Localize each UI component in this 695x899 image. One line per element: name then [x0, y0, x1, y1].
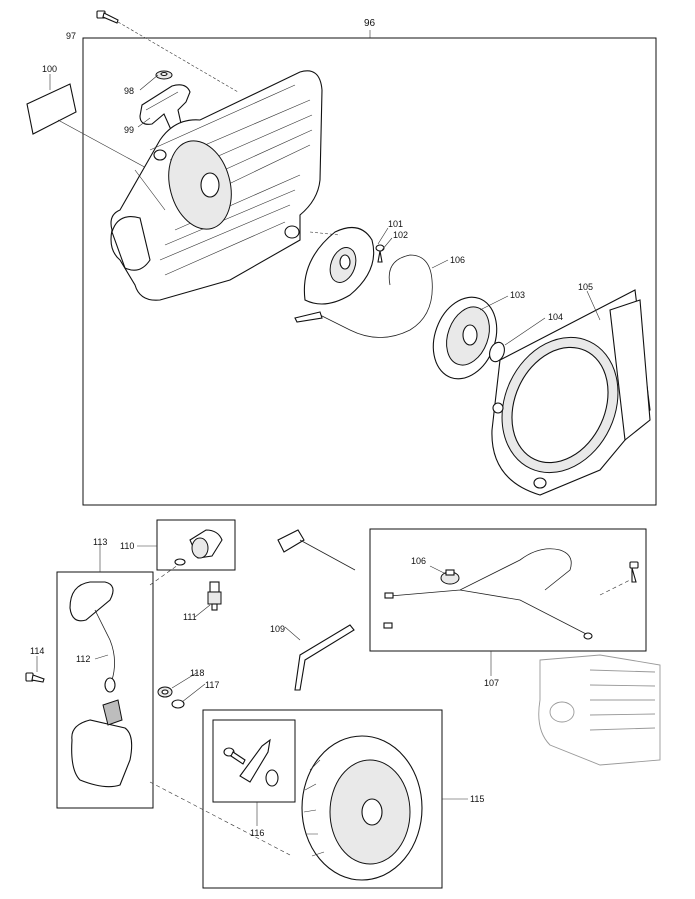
label-108: 106 — [450, 255, 465, 265]
ignition-coil-icon — [71, 677, 133, 788]
label-105: 105 — [578, 282, 593, 292]
pawl-116-icon — [223, 738, 279, 787]
stop-switch-106-icon — [440, 569, 460, 585]
group-frame-116 — [212, 719, 296, 803]
group-frame-110 — [156, 519, 236, 571]
label-114: 114 — [30, 646, 44, 656]
circlip-104-icon — [489, 341, 505, 363]
label-111: 111 — [183, 612, 197, 622]
nut-118-icon — [157, 686, 173, 698]
group-frame-96 — [82, 37, 657, 506]
screw-right-icon — [629, 561, 639, 583]
pulley-cover-101-icon — [303, 226, 375, 305]
label-118: 118 — [190, 668, 204, 678]
spark-plug-111-icon — [207, 581, 222, 611]
reel-103-icon — [432, 296, 498, 380]
starter-cord-108-icon — [319, 254, 433, 338]
cap-98-icon — [155, 70, 173, 80]
label-sticker-100-icon — [26, 83, 77, 135]
label-104: 104 — [548, 312, 563, 322]
label-103: 103 — [510, 290, 525, 300]
label-100: 100 — [42, 64, 57, 74]
label-101: 101 — [388, 219, 403, 229]
label-113: 113 — [93, 537, 107, 547]
flywheel-115-icon — [301, 735, 423, 881]
screw-114-icon — [25, 672, 45, 683]
label-106: 106 — [411, 556, 426, 566]
label-116: 116 — [250, 828, 264, 838]
label-96: 96 — [364, 18, 376, 29]
label-117: 117 — [205, 680, 219, 690]
label-109: 109 — [270, 624, 285, 634]
screw-97-icon — [96, 10, 119, 24]
label-102: 102 — [393, 230, 408, 240]
starter-housing-icon — [110, 70, 323, 301]
label-97: 97 — [66, 31, 76, 41]
label-115: 115 — [470, 794, 484, 804]
bracket-109-icon — [294, 624, 355, 691]
washer-117-icon — [171, 699, 185, 709]
group-frame-107 — [369, 528, 647, 652]
label-107: 107 — [484, 678, 499, 688]
label-112: 112 — [76, 654, 90, 664]
fan-cover-105-icon — [491, 289, 651, 496]
screw-102-icon — [375, 244, 385, 263]
label-98: 98 — [124, 86, 134, 96]
spark-plug-cap-loop-icon — [69, 581, 115, 681]
engine-block-ghost-icon — [538, 654, 661, 766]
group-frame-113 — [56, 571, 154, 809]
wire-harness-107-icon — [389, 548, 591, 637]
label-99: 99 — [124, 125, 134, 135]
switch-rod-icon — [277, 529, 356, 571]
label-110: 110 — [120, 541, 134, 551]
plug-boot-110-icon — [174, 529, 223, 566]
